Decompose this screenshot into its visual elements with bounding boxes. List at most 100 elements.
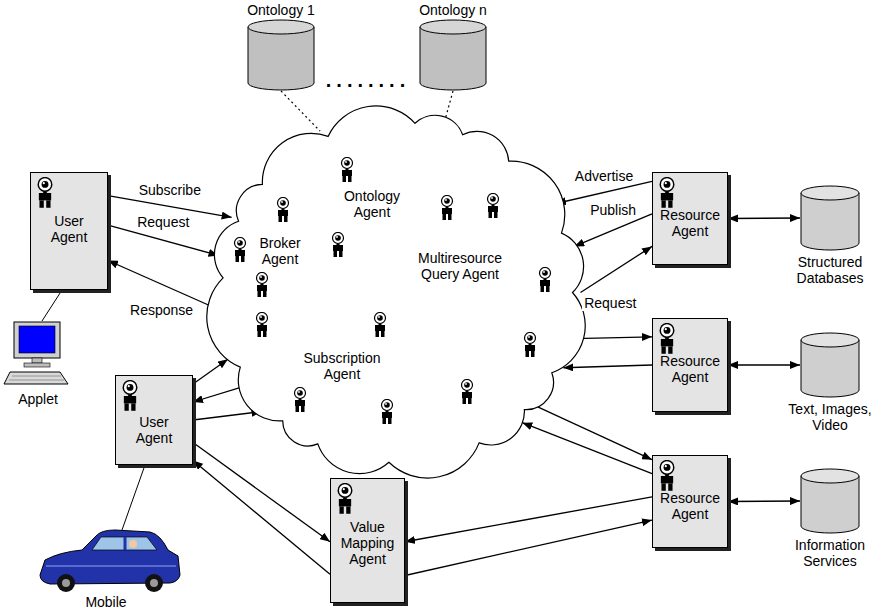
message-label: Publish — [588, 202, 638, 218]
agent-icon — [257, 273, 268, 298]
agent-icon — [342, 158, 353, 183]
agent-icon — [660, 178, 674, 208]
store-name: Ontology 1 — [247, 0, 315, 19]
cylinder-body — [801, 340, 859, 397]
message-arrow — [193, 443, 330, 542]
database-cylinder: Information Services — [782, 468, 878, 569]
cylinder-body — [801, 193, 859, 250]
agent-icon — [375, 313, 386, 338]
message-arrow — [563, 365, 652, 368]
message-arrow — [193, 461, 330, 575]
agent-icon — [382, 400, 393, 425]
agent-icon — [488, 194, 499, 219]
store-name: Text, Images, Video — [782, 398, 878, 433]
message-arrow — [108, 225, 218, 255]
agent-icon — [333, 233, 344, 258]
message-arrow — [108, 196, 232, 218]
cylinder-body — [248, 27, 314, 90]
agent-icon — [257, 313, 268, 338]
message-arrow — [193, 412, 262, 420]
ontology-link — [281, 91, 320, 131]
agent-icon-holder — [657, 460, 677, 492]
agent-box: Value Mapping Agent — [330, 478, 405, 603]
agent-icon-holder — [657, 177, 677, 209]
cylinder-top — [801, 469, 859, 483]
agent-icon — [442, 196, 453, 221]
agent-icon — [295, 388, 306, 413]
agent-icon — [278, 198, 289, 223]
message-arrow — [581, 246, 653, 292]
agent-name: Value Mapping Agent — [341, 519, 395, 567]
database-cylinder: Ontology n — [407, 0, 499, 91]
cylinder-shape — [800, 332, 860, 398]
cylinder-body — [801, 476, 859, 533]
agent-box: User Agent — [30, 172, 108, 290]
cylinder-shape — [247, 19, 315, 91]
message-arrow — [728, 364, 800, 365]
message-label: Advertise — [573, 168, 635, 184]
car-icon — [40, 530, 180, 592]
agent-name: Multiresource Query Agent — [418, 250, 502, 282]
cloud-shape — [200, 100, 595, 485]
message-arrow — [193, 359, 228, 384]
agent-icon — [123, 381, 137, 411]
agent-icon — [660, 461, 674, 491]
message-label: Request — [582, 295, 638, 311]
agent-box: User Agent — [115, 375, 193, 465]
agent-icon-holder — [657, 323, 677, 355]
message-arrow — [405, 497, 652, 542]
message-arrow — [193, 387, 242, 402]
message-arrow — [574, 337, 652, 339]
message-arrow — [405, 520, 652, 575]
cylinder-body — [420, 27, 486, 90]
agent-name: User Agent — [51, 213, 88, 245]
agent-box: Resource Agent — [652, 172, 728, 265]
message-arrow — [728, 217, 800, 219]
ontology-link — [445, 91, 453, 121]
message-label: Subscribe — [137, 182, 203, 198]
agent-icon-holder — [335, 483, 355, 515]
device-line — [42, 290, 62, 321]
message-arrow — [556, 181, 652, 203]
cylinder-top — [801, 333, 859, 347]
message-arrow — [728, 500, 800, 502]
database-cylinder: Structured Databases — [782, 185, 878, 286]
cylinder-shape — [800, 185, 860, 251]
store-name: Information Services — [782, 534, 878, 569]
agent-name: Broker Agent — [259, 235, 300, 267]
agent-box: Resource Agent — [652, 318, 728, 412]
computer-icon — [4, 322, 68, 384]
message-arrow — [522, 423, 652, 474]
store-name: Ontology n — [419, 0, 487, 19]
agent-name: Resource Agent — [660, 490, 720, 522]
agent-icon — [462, 380, 473, 405]
database-cylinder: Ontology 1 — [235, 0, 327, 91]
device-label: Mobile — [83, 594, 128, 610]
agent-icon — [540, 268, 551, 293]
agent-icon-holder — [35, 177, 55, 209]
cylinder-top — [248, 20, 314, 34]
message-label: Request — [135, 214, 191, 230]
agent-name: Resource Agent — [660, 207, 720, 239]
agent-icon — [660, 324, 674, 354]
cylinder-top — [420, 20, 486, 34]
cloud-outline — [207, 106, 585, 478]
cylinder-top — [801, 186, 859, 200]
message-arrow — [108, 261, 215, 309]
agent-name: Resource Agent — [660, 353, 720, 385]
cylinder-shape — [419, 19, 487, 91]
store-name: Structured Databases — [782, 251, 878, 286]
agent-icon — [235, 238, 246, 263]
agent-name: User Agent — [136, 414, 173, 446]
message-arrow — [574, 214, 652, 247]
agent-box: Resource Agent — [652, 455, 728, 548]
message-label: Response — [128, 302, 195, 318]
agent-icon-holder — [120, 380, 140, 412]
agent-name: Subscription Agent — [303, 350, 380, 382]
agent-icon — [525, 333, 536, 358]
agent-cloud: Ontology AgentBroker Agent Multiresource … — [200, 100, 595, 485]
agent-name: Ontology Agent — [344, 188, 400, 220]
ellipsis-dots: ........ — [324, 72, 412, 88]
